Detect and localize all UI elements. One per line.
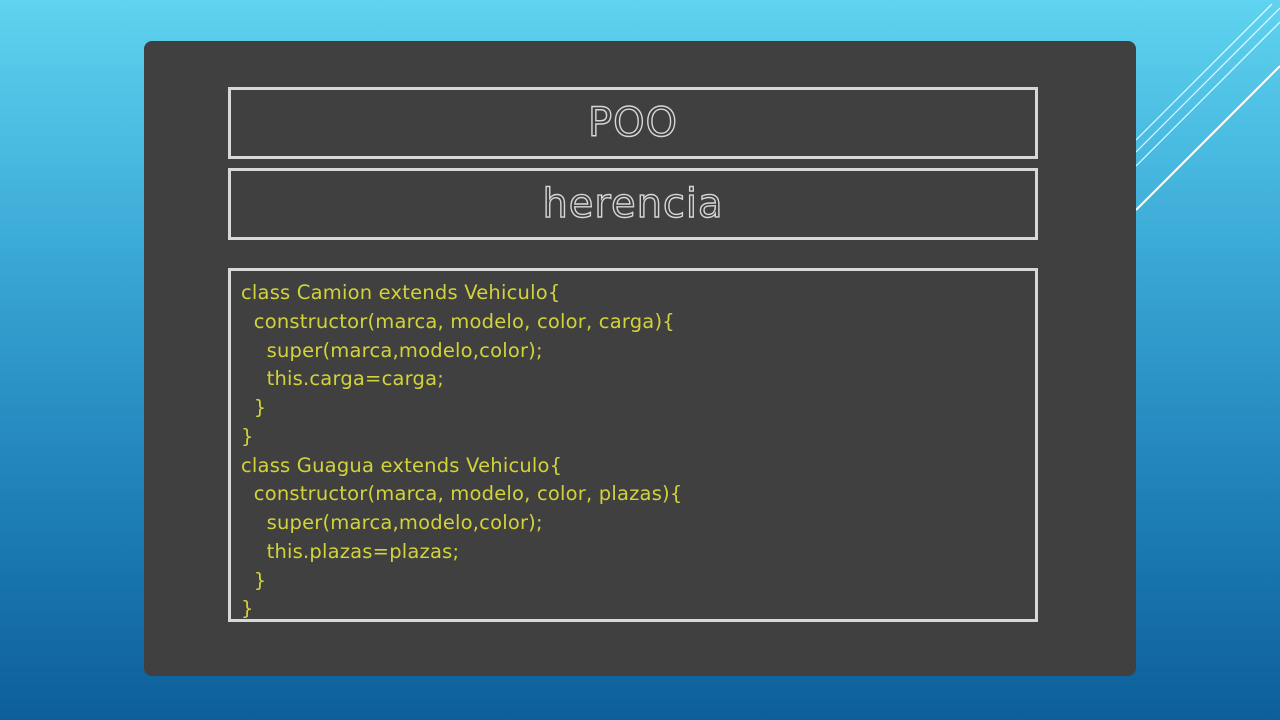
code-line: } bbox=[241, 424, 254, 448]
code-line: class Guagua extends Vehiculo{ bbox=[241, 453, 563, 477]
title-frame: POO bbox=[228, 87, 1038, 159]
code-line: } bbox=[241, 597, 254, 621]
code-block: class Camion extends Vehiculo{ construct… bbox=[228, 268, 1038, 622]
slide-subtitle: herencia bbox=[542, 181, 724, 227]
slide-board: POO herencia class Camion extends Vehicu… bbox=[144, 41, 1136, 676]
subtitle-frame: herencia bbox=[228, 168, 1038, 240]
code-line: super(marca,modelo,color); bbox=[241, 511, 543, 534]
code-line: this.plazas=plazas; bbox=[241, 539, 460, 563]
code-line: } bbox=[241, 396, 267, 419]
code-line: constructor(marca, modelo, color, plazas… bbox=[241, 482, 683, 506]
code-line: class Camion extends Vehiculo{ bbox=[241, 281, 561, 304]
code-line: this.carga=carga; bbox=[241, 367, 445, 391]
slide-title: POO bbox=[587, 100, 679, 146]
code-line: super(marca,modelo,color); bbox=[241, 338, 543, 362]
code-line: constructor(marca, modelo, color, carga)… bbox=[241, 309, 675, 333]
code-line: } bbox=[241, 568, 267, 592]
